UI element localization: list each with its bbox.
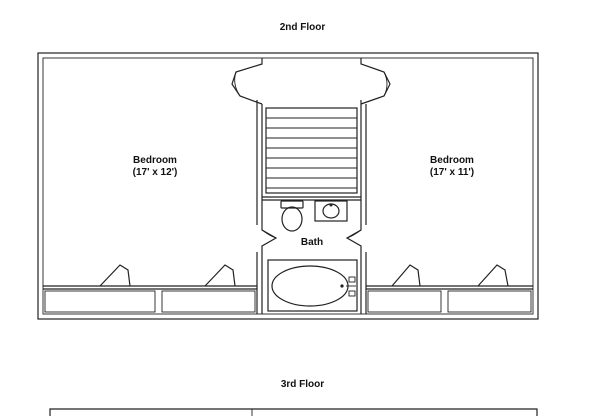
closet-right-1	[366, 264, 533, 313]
core-walls	[256, 100, 367, 314]
closet-right-2	[447, 264, 532, 313]
toilet	[280, 200, 304, 232]
stairs	[265, 107, 358, 194]
floor-title-3rd: 3rd Floor	[280, 379, 325, 390]
stair-door-right	[360, 58, 391, 105]
stair-door-left	[231, 58, 263, 105]
closet-left-2	[161, 264, 256, 313]
bath-door-right	[345, 225, 362, 252]
closet-left-1	[43, 264, 257, 313]
floor-title-2nd: 2nd Floor	[279, 22, 326, 33]
room-bedroom-right: Bedroom (17' x 11')	[402, 155, 502, 179]
room-name: Bedroom	[133, 155, 177, 166]
room-size: (17' x 11')	[429, 167, 475, 178]
bath-door-left	[261, 225, 278, 252]
outer-walls	[37, 52, 539, 320]
room-name: Bath	[300, 237, 324, 248]
floor-plan-3rd	[49, 408, 538, 416]
bath-upper-wall	[262, 196, 361, 201]
room-bath: Bath	[282, 237, 342, 249]
room-bedroom-left: Bedroom (17' x 12')	[105, 155, 205, 179]
bathtub	[267, 259, 358, 312]
room-name: Bedroom	[430, 155, 474, 166]
sink	[314, 200, 348, 222]
room-size: (17' x 12')	[132, 167, 178, 178]
